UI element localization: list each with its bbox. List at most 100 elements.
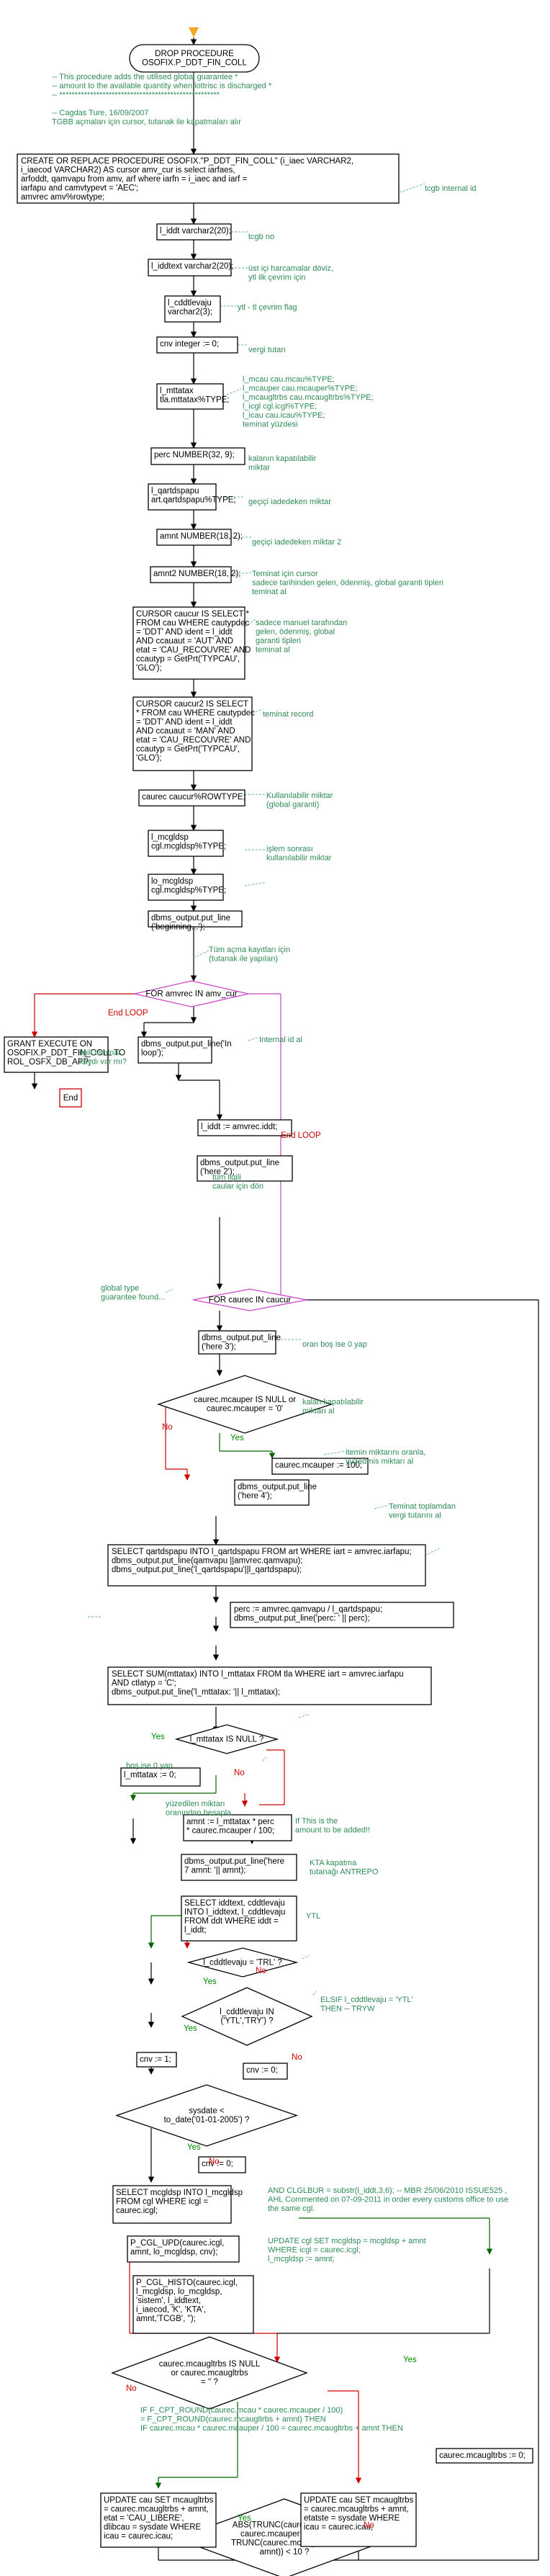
node-text-line: AHL Commented on 07-09-2011 in order eve…	[268, 2196, 508, 2204]
node-text-line: dbms_output.put_line	[151, 914, 230, 923]
node-text-line: dbms_output.put_line('l_mttatax: '|| l_m…	[112, 1688, 280, 1697]
node-text-line: ROL_OSFX_DB_APP;	[7, 1058, 91, 1067]
d3-shape	[186, 1947, 299, 1978]
node-text-line: etatste = sysdate WHERE	[304, 2514, 400, 2523]
node-text-line: cgl.mcgldsp%TYPE;	[151, 843, 226, 851]
node-text-line: UPDATE cau SET mcaugltrbs	[104, 2496, 214, 2505]
node-text-line: etat = 'CAU_LIBERE',	[104, 2514, 184, 2523]
d1-shape	[156, 1375, 333, 1434]
node-text-line: amvrec amv%rowtype;	[21, 193, 104, 202]
node-text-line: caurec.icgl;	[116, 2207, 158, 2215]
amnt-shape	[156, 529, 232, 546]
node-dbms1: dbms_output.put_line('beginning...');	[148, 910, 243, 932]
node-text-line: the same cgl.	[268, 2204, 315, 2213]
node-text-line: kaydı var mı?	[79, 1058, 127, 1067]
comment-c_kullan: Kullanılabilir miktar(global garanti)	[266, 791, 333, 809]
node-text-line: CREATE OR REPLACE PROCEDURE OSOFIX."P_DD…	[21, 157, 353, 166]
setper-shape	[271, 1458, 369, 1475]
node-text-line: perc NUMBER(32, 9);	[154, 451, 235, 459]
node-text-line: sysdate <	[189, 2107, 225, 2116]
node-text-line: Tüm açma kayıtları için	[209, 946, 290, 954]
dbms_h2-shape	[197, 1155, 293, 1182]
node-text-line: FROM cau WHERE cautypdec	[136, 619, 249, 628]
node-setgl: caurec.mcaugltrbs := 0;	[436, 2448, 533, 2464]
node-dbms_h2: dbms_output.put_line('here 2');	[197, 1155, 293, 1182]
node-updA: UPDATE cau SET mcaugltrbs= caurec.mcaugl…	[100, 2492, 217, 2548]
node-text-line: OSOFIX.P_DDT_FIN_COLL	[142, 59, 247, 68]
node-text-line: etat = 'CAU_RECOUVRE' AND	[136, 646, 251, 655]
d2-shape	[174, 1724, 279, 1754]
node-text-line: kalanın kapatılabilir	[248, 454, 317, 463]
node-text-line: dbms_output.put_line('perc: ' || perc);	[234, 1615, 370, 1623]
node-text-line: ('here 4');	[238, 1492, 272, 1501]
comment-c_cau: l_mcau cau.mcau%TYPE;l_mcauper cau.mcaup…	[243, 375, 374, 429]
node-text-line: gelen, ödenmiş, global	[256, 628, 335, 637]
node-text-line: l_mcgldsp := amnt;	[268, 2255, 335, 2263]
node-text-line: = caurec.mcaugltrbs + amnt,	[304, 2505, 409, 2514]
branch-label-yes: Yes	[203, 1978, 217, 1986]
dbms_h4-shape	[234, 1479, 310, 1506]
d4-shape	[181, 1987, 313, 2046]
comment-c_elsif: ELSIF l_cddtlevaju = 'YTL'THEN -- TRYW	[320, 1996, 413, 2014]
node-text-line: tutanağı ANTREPO	[310, 1868, 379, 1877]
cnv-shape	[156, 336, 238, 354]
comment-c_tum: Tüm açma kayıtları için(tutanak ile yapı…	[209, 946, 290, 964]
node-text-line: icau = caurec.icau;	[304, 2523, 373, 2532]
node-text-line: l_qartdspapu	[151, 487, 199, 495]
node-text-line: SELECT mcgldsp INTO l_mcgldsp	[116, 2189, 243, 2197]
mcgldsp-shape	[148, 830, 224, 857]
node-text-line: FOR caurec IN caucur	[209, 1296, 292, 1304]
node-text-line: yüzedilen miktarı	[166, 1800, 225, 1808]
branch-label-no: No	[292, 2053, 302, 2062]
node-text-line: art.qartdspapu%TYPE;	[151, 496, 236, 505]
connectors	[31, 37, 539, 2561]
node-text-line: etat = 'CAU_RECOUVRE' AND	[136, 736, 251, 745]
iddt-shape	[156, 223, 232, 241]
node-text-line: amnt NUMBER(18, 2);	[160, 532, 243, 541]
node-text-line: -- *************************************…	[52, 91, 220, 99]
node-text-line: tcgb internal id	[425, 184, 477, 193]
node-text-line: DROP PROCEDURE	[155, 50, 234, 58]
node-text-line: UPDATE cgl SET mcgldsp = mcgldsp + amnt	[268, 2237, 426, 2245]
node-cnv0a: cnv := 0;	[243, 2063, 288, 2080]
dbms_h3-shape	[198, 1330, 276, 1355]
node-text-line: icau = caurec.icau;	[104, 2532, 173, 2541]
branch-label-end_loop: End LOOP	[108, 1009, 148, 1018]
branch-label-yes: Yes	[151, 1733, 165, 1741]
node-text-line: ytl ilk çevrim için	[248, 274, 305, 282]
node-text-line: KTA kapatma	[310, 1859, 357, 1867]
node-text-line: = 'DDT' AND ident = l_iddt	[136, 718, 233, 727]
cddtlevaju-shape	[164, 295, 221, 323]
node-text-line: FROM cgl WHERE icgl =	[116, 2198, 208, 2207]
lomcgldsp-shape	[148, 874, 224, 901]
node-text-line: i_iaecod VARCHAR2) AS cursor amv_cur is …	[21, 166, 235, 175]
branch-label-yes: Yes	[238, 2514, 251, 2523]
node-iddtext: l_iddtext varchar2(20);	[148, 259, 233, 277]
dbms1-shape	[148, 910, 243, 928]
mtzero-shape	[120, 1767, 201, 1787]
node-text-line: teminat al	[252, 588, 287, 596]
node-text-line: cnv := 0;	[246, 2066, 278, 2075]
node-cnv: cnv integer := 0;	[156, 336, 238, 354]
node-text-line: Teminat için cursor	[252, 570, 318, 578]
node-upd: P_CGL_UPD(caurec.icgl,amnt, lo_mcgldsp, …	[127, 2235, 240, 2263]
node-text-line: ytl - tl çevrim flag	[238, 303, 297, 312]
node-text-line: ELSIF l_cddtlevaju = 'YTL'	[320, 1996, 413, 2004]
node-text-line: caurec.mcauper := 100;	[275, 1461, 362, 1470]
node-text-line: işlem sonrası	[266, 845, 313, 853]
percb-shape	[230, 1602, 454, 1628]
node-text-line: UPDATE cau SET mcaugltrbs	[304, 2496, 414, 2505]
node-text-line: SELECT iddtext, cddtlevaju	[184, 1899, 285, 1908]
node-text-line: = F_CPT_ROUND(caurec.mcaugltrbs + amnt) …	[140, 2415, 326, 2424]
node-text-line: l_mcau cau.mcau%TYPE;	[243, 375, 335, 384]
node-amnt: amnt NUMBER(18, 2);	[156, 529, 243, 546]
for1-shape	[134, 980, 249, 1007]
